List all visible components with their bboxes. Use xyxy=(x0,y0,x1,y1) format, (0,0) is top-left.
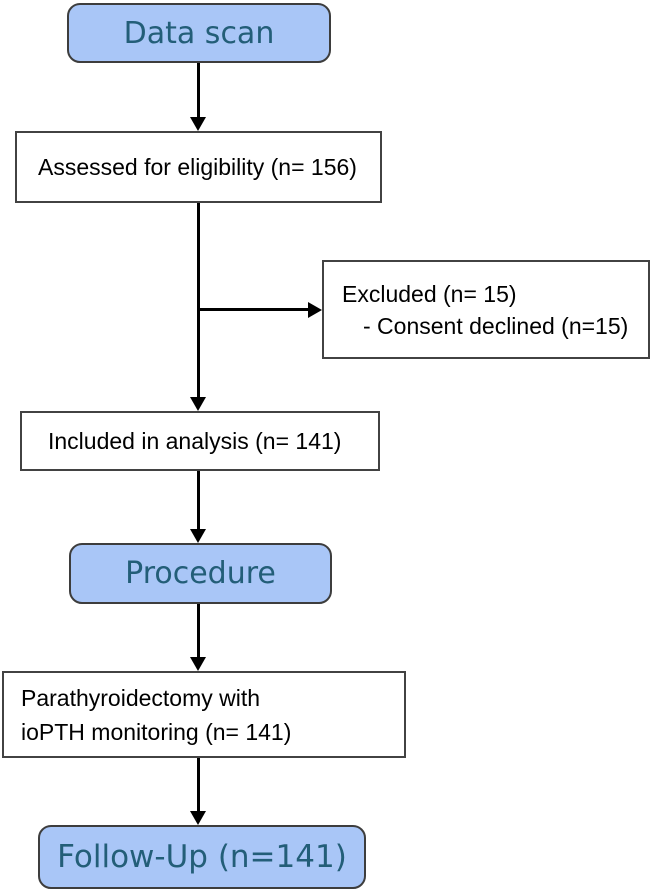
parathyroidectomy-line-2: ioPTH monitoring (n= 141) xyxy=(21,718,292,745)
arrow-line-branch-to-excluded xyxy=(198,308,308,311)
arrowhead-down-icon xyxy=(190,117,206,131)
node-data-scan: Data scan xyxy=(67,3,331,63)
node-included-in-analysis: Included in analysis (n= 141) xyxy=(20,411,380,471)
excluded-line-1: Excluded (n= 15) xyxy=(342,280,517,307)
arrow-line-parathyroidectomy-to-follow-up xyxy=(197,758,200,812)
assessed-label: Assessed for eligibility (n= 156) xyxy=(38,154,357,180)
arrow-line-assessed-to-included xyxy=(197,203,200,399)
parathyroidectomy-line-1: Parathyroidectomy with xyxy=(21,684,261,711)
node-assessed-for-eligibility: Assessed for eligibility (n= 156) xyxy=(15,131,382,203)
arrow-line-included-to-procedure xyxy=(197,471,200,531)
node-parathyroidectomy: Parathyroidectomy with ioPTH monitoring … xyxy=(2,671,406,758)
node-excluded: Excluded (n= 15) - Consent declined (n=1… xyxy=(322,260,650,359)
arrowhead-right-icon xyxy=(308,302,322,318)
arrow-line-procedure-to-parathyroidectomy xyxy=(197,604,200,658)
arrowhead-down-icon xyxy=(190,529,206,543)
arrowhead-down-icon xyxy=(190,657,206,671)
arrowhead-down-icon xyxy=(190,397,206,411)
included-label: Included in analysis (n= 141) xyxy=(48,428,342,454)
arrow-line-data-scan-to-assessed xyxy=(197,63,200,119)
arrowhead-down-icon xyxy=(190,811,206,825)
node-procedure: Procedure xyxy=(69,543,332,604)
node-follow-up: Follow-Up (n=141) xyxy=(38,825,366,889)
excluded-line-2: - Consent declined (n=15) xyxy=(363,312,629,339)
